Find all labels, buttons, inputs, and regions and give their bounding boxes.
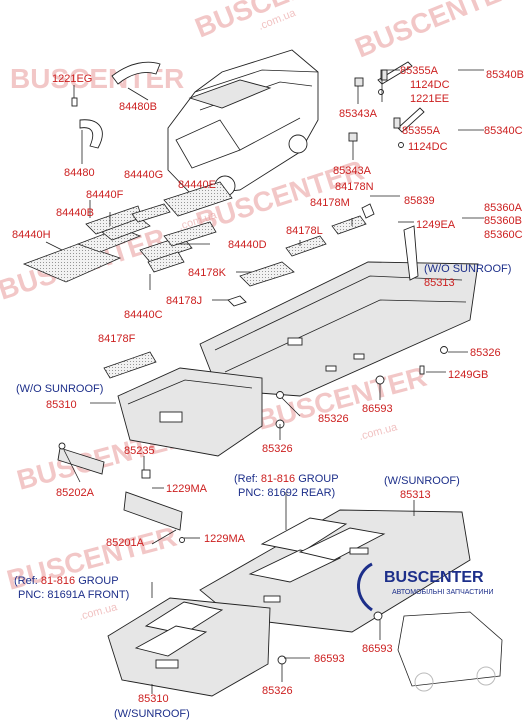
insulation-pads bbox=[22, 181, 367, 379]
note-ref-front-line1: (Ref: 81-816 GROUP bbox=[14, 575, 119, 587]
note-ref-rear-line1: (Ref: 81-816 GROUP bbox=[234, 473, 339, 485]
note-w-sunroof: (W/SUNROOF) bbox=[114, 708, 190, 720]
label-84178n: 84178N bbox=[335, 181, 374, 193]
label-85340c: 85340C bbox=[484, 125, 523, 137]
label-1221ee: 1221EE bbox=[410, 93, 449, 105]
headlining-front-wo-sunroof bbox=[117, 367, 285, 457]
label-84440h: 84440H bbox=[12, 229, 51, 241]
label-84440e: 84440E bbox=[178, 179, 216, 191]
headlining-rear-wo-sunroof bbox=[199, 203, 479, 399]
sunvisor-bracket-parts bbox=[348, 61, 425, 148]
watermark-brand: BUSCENTER bbox=[351, 0, 524, 64]
label-1124dc: 1124DC bbox=[410, 79, 450, 91]
label-85839: 85839 bbox=[404, 195, 435, 207]
label-84178j: 84178J bbox=[166, 295, 202, 307]
note-ref-front-line2: PNC: 81691A FRONT) bbox=[18, 589, 129, 601]
label-84178k: 84178K bbox=[188, 267, 227, 279]
headlining-rear-w-sunroof bbox=[199, 509, 471, 665]
label-85313: 85313 bbox=[400, 489, 431, 501]
label-85355a: 85355A bbox=[400, 65, 439, 77]
label-85326: 85326 bbox=[470, 347, 501, 359]
label-84480: 84480 bbox=[64, 167, 95, 179]
label-84440f: 84440F bbox=[86, 189, 124, 201]
assist-grip-parts bbox=[71, 61, 161, 149]
label-85235: 85235 bbox=[124, 445, 155, 457]
label-84440c: 84440C bbox=[124, 309, 163, 321]
label-85360c: 85360C bbox=[484, 229, 523, 241]
variant-notes: (W/O SUNROOF) (W/O SUNROOF) (W/SUNROOF) … bbox=[14, 263, 511, 720]
label-85360b: 85360B bbox=[484, 215, 522, 227]
label-85326: 85326 bbox=[262, 685, 293, 697]
label-85201a: 85201A bbox=[106, 537, 145, 549]
part-labels: 1221EG 84480B 84480 85355A 1124DC 1221EE… bbox=[12, 65, 524, 705]
label-85343a: 85343A bbox=[339, 108, 378, 120]
watermark-domain: .com.ua bbox=[78, 601, 120, 623]
note-ref-rear-line2: PNC: 81692 REAR) bbox=[238, 487, 335, 499]
label-85360a: 85360A bbox=[484, 202, 523, 214]
brand-logo: BUSCENTER АВТОМОБІЛЬНІ ЗАПЧАСТИНИ bbox=[357, 562, 503, 692]
label-85310: 85310 bbox=[46, 399, 77, 411]
label-85326: 85326 bbox=[262, 443, 293, 455]
label-1124dc: 1124DC bbox=[408, 141, 448, 153]
label-84178l: 84178L bbox=[286, 225, 323, 237]
leader-lines bbox=[45, 69, 484, 694]
label-84178f: 84178F bbox=[98, 333, 136, 345]
label-86593: 86593 bbox=[314, 653, 345, 665]
label-84178m: 84178M bbox=[310, 197, 350, 209]
label-85343a: 85343A bbox=[333, 165, 372, 177]
label-85340b: 85340B bbox=[486, 69, 524, 81]
label-1229ma: 1229MA bbox=[204, 533, 246, 545]
watermark-domain: .com.ua bbox=[358, 421, 400, 443]
label-84480b: 84480B bbox=[119, 101, 157, 113]
label-85310: 85310 bbox=[138, 693, 169, 705]
label-85202a: 85202A bbox=[56, 487, 95, 499]
note-w-sunroof: (W/SUNROOF) bbox=[384, 475, 460, 487]
logo-name: BUSCENTER bbox=[384, 569, 484, 586]
label-86593: 86593 bbox=[362, 403, 393, 415]
label-84440d: 84440D bbox=[228, 239, 267, 251]
label-1221eg: 1221EG bbox=[52, 73, 92, 85]
note-wo-sunroof: (W/O SUNROOF) bbox=[424, 263, 511, 275]
sunvisor-parts bbox=[57, 442, 185, 543]
logo-subtitle: АВТОМОБІЛЬНІ ЗАПЧАСТИНИ bbox=[392, 589, 493, 596]
label-85355a: 85355A bbox=[402, 125, 441, 137]
label-86593: 86593 bbox=[362, 643, 393, 655]
label-1229ma: 1229MA bbox=[166, 483, 208, 495]
label-85313: 85313 bbox=[424, 277, 455, 289]
headlining-front-w-sunroof bbox=[107, 597, 271, 697]
label-84440g: 84440G bbox=[124, 169, 163, 181]
label-85326: 85326 bbox=[318, 413, 349, 425]
van-illustration bbox=[167, 49, 319, 197]
label-1249ea: 1249EA bbox=[416, 219, 456, 231]
note-wo-sunroof: (W/O SUNROOF) bbox=[16, 383, 103, 395]
label-84440b: 84440B bbox=[56, 207, 94, 219]
label-1249gb: 1249GB bbox=[448, 369, 488, 381]
